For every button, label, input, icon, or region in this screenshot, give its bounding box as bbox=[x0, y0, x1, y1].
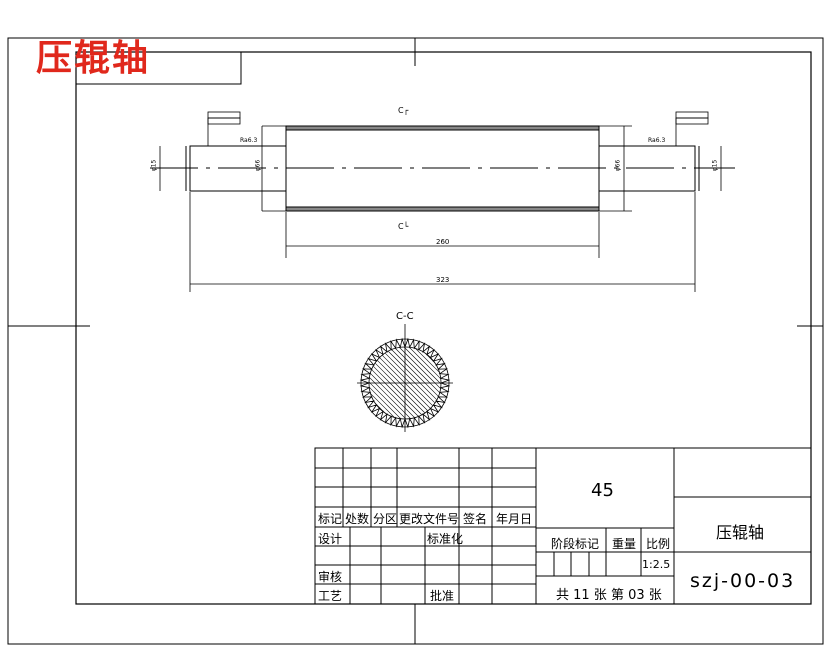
hatch-line bbox=[369, 347, 416, 419]
tb-process: 工艺 bbox=[318, 589, 343, 603]
tb-change-doc: 更改文件号 bbox=[399, 512, 460, 526]
tb-material: 45 bbox=[591, 480, 614, 501]
tb-approve: 批准 bbox=[430, 589, 455, 603]
tb-sheet-info: 共 11 张 第 03 张 bbox=[556, 588, 662, 603]
section-center-lines bbox=[357, 324, 453, 432]
dim-body-diameter-left: φ66 bbox=[254, 159, 262, 172]
tb-review: 审核 bbox=[318, 570, 343, 584]
dim-body-length: 260 bbox=[436, 238, 450, 246]
roughness-left: Ra6.3 bbox=[240, 137, 258, 144]
dim-body-diameter-right: φ66 bbox=[614, 159, 622, 172]
tb-date: 年月日 bbox=[496, 512, 533, 526]
dim-overall-length: 323 bbox=[436, 276, 450, 284]
dimension-lines bbox=[159, 125, 722, 292]
hatch-line bbox=[369, 347, 411, 419]
tb-drawing-code: szj-00-03 bbox=[690, 570, 796, 592]
dim-journal-left: φ15 bbox=[150, 159, 158, 172]
tb-scale-label: 比例 bbox=[646, 537, 671, 551]
tb-design: 设计 bbox=[318, 532, 343, 546]
tb-scale-value: 1:2.5 bbox=[642, 558, 671, 571]
title-block-grid bbox=[314, 447, 812, 605]
drawing-title-red: 压辊轴 bbox=[36, 37, 151, 79]
hatch-line bbox=[394, 347, 441, 419]
tb-mark: 标记 bbox=[318, 512, 343, 526]
section-label: C-C bbox=[396, 311, 414, 322]
tb-count: 处数 bbox=[345, 512, 370, 526]
roughness-right: Ra6.3 bbox=[648, 137, 666, 144]
tb-part-name: 压辊轴 bbox=[716, 523, 765, 542]
section-mark-bottom: C└ bbox=[398, 222, 409, 231]
section-mark-top: C┌ bbox=[398, 106, 409, 115]
tb-zone: 分区 bbox=[373, 512, 398, 526]
tb-stage-mark: 阶段标记 bbox=[551, 537, 600, 551]
hatch-line bbox=[399, 347, 441, 419]
tb-weight: 重量 bbox=[612, 537, 637, 551]
dim-journal-right: φ15 bbox=[711, 159, 719, 172]
top-left-code-box bbox=[75, 51, 242, 85]
tolerance-frames bbox=[207, 111, 709, 146]
tb-standardize: 标准化 bbox=[427, 532, 464, 546]
tb-signature: 签名 bbox=[463, 512, 488, 526]
